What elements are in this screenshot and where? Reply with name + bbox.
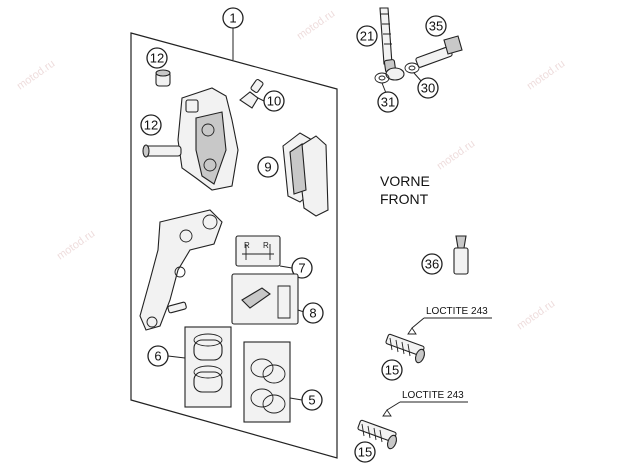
callout-bolt-lower-label: 15	[358, 445, 372, 460]
callout-banjo-washer-label: 30	[421, 81, 435, 96]
callout-banjo-bolt-label: 35	[429, 19, 443, 34]
callout-kit-label: 1	[229, 11, 236, 26]
watermark-text: motod.ru	[55, 228, 97, 263]
callout-adapter	[421, 253, 443, 275]
callout-spring-plate-label: 8	[309, 306, 316, 321]
caliper-body	[177, 87, 239, 191]
sealing-washer	[374, 72, 390, 84]
svg-text:R: R	[263, 241, 269, 250]
front-label-line2: FRONT	[380, 191, 429, 207]
callout-bleed-valve-label: 10	[267, 94, 281, 109]
banjo-washer	[404, 62, 420, 74]
front-label-line1: VORNE	[380, 173, 430, 189]
banjo-bolt	[415, 35, 463, 68]
callout-bolt-upper-label: 15	[385, 363, 399, 378]
callout-adapter-label: 36	[425, 257, 439, 272]
callout-pads-label: 9	[264, 160, 271, 175]
bleed-adapter	[453, 235, 469, 275]
mounting-bolt-upper	[385, 327, 426, 364]
mounting-bolt-lower	[357, 409, 398, 450]
callout-bolt-lower	[354, 441, 376, 463]
watermark-text: motod.ru	[15, 58, 57, 93]
callout-spring-plate	[302, 302, 324, 324]
callout-washer	[377, 91, 399, 113]
callout-banjo-washer	[417, 77, 439, 99]
callout-pistons	[147, 345, 169, 367]
callout-hose-label: 21	[360, 29, 374, 44]
watermark-text: motod.ru	[525, 58, 567, 93]
svg-text:R: R	[244, 241, 250, 250]
watermark-text: motod.ru	[295, 8, 337, 43]
caliper-bracket	[139, 209, 223, 331]
callout-bolt-upper	[381, 359, 403, 381]
brake-pads	[282, 132, 329, 217]
callout-bleed-valve	[263, 90, 285, 112]
callout-pin-kit-label: 7	[298, 261, 305, 276]
callout-seals-label: 5	[308, 393, 315, 408]
loctite-label-lower: LOCTITE 243	[402, 390, 464, 401]
callout-sleeve-top	[146, 47, 168, 69]
callout-sleeve-top-label: 12	[150, 51, 164, 66]
piston-seals-kit	[243, 341, 291, 423]
callout-pads	[257, 156, 279, 178]
pin-kit: R R	[235, 235, 281, 267]
watermark-text: motod.ru	[435, 138, 477, 173]
loctite-label-upper: LOCTITE 243	[426, 306, 488, 317]
pistons-kit	[184, 326, 232, 408]
guide-sleeve-left	[142, 144, 182, 158]
callout-sleeve-left-label: 12	[144, 118, 158, 133]
brake-hose	[379, 7, 405, 81]
callout-pin-kit	[291, 257, 313, 279]
callout-seals	[301, 389, 323, 411]
spring-plate	[231, 273, 299, 325]
watermark-text: motod.ru	[515, 298, 557, 333]
callout-banjo-bolt	[425, 15, 447, 37]
callout-hose	[356, 25, 378, 47]
callout-washer-label: 31	[381, 95, 395, 110]
callout-sleeve-left	[140, 114, 162, 136]
guide-sleeve-top	[155, 69, 171, 87]
callout-pistons-label: 6	[154, 349, 161, 364]
callout-kit	[222, 7, 244, 29]
